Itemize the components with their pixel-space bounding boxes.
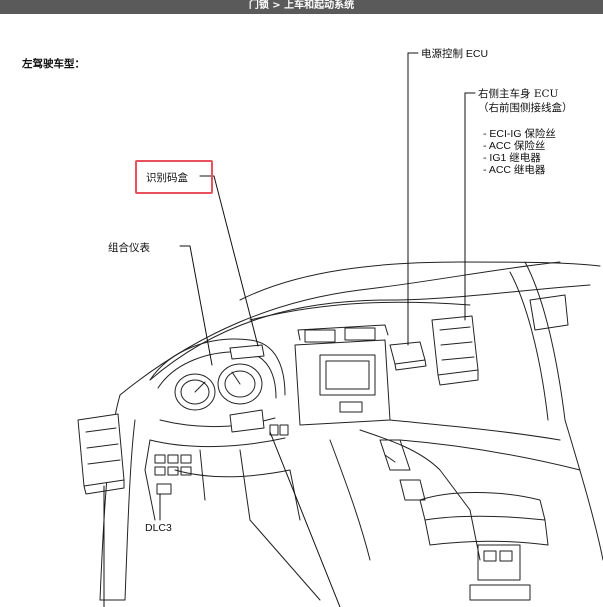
body-ecu-item: - IG1 继电器 [483,152,541,164]
label-body-ecu-line2: （右前围侧接线盒） [478,102,573,114]
label-body-ecu-line1: 右侧主车身 ECU [478,88,559,100]
body-ecu-item: - ECI-IG 保险丝 [483,128,556,140]
diagram-subtitle: 左驾驶车型： [22,58,85,70]
label-dlc3: DLC3 [145,522,172,534]
body-ecu-item: - ACC 保险丝 [483,140,546,152]
label-power-control-ecu: 电源控制 ECU [421,48,489,60]
body-ecu-item-list: - ECI-IG 保险丝 - ACC 保险丝 - IG1 继电器 - ACC 继… [483,128,556,176]
label-id-code-box: 识别码盒 [146,172,188,184]
label-combination-meter: 组合仪表 [108,242,150,254]
body-ecu-item: - ACC 继电器 [483,164,546,176]
header-bar: 门锁 > 上车和起动系统 [0,0,603,14]
id-code-box-highlight [135,160,213,194]
header-title: 门锁 > 上车和起动系统 [248,0,355,11]
